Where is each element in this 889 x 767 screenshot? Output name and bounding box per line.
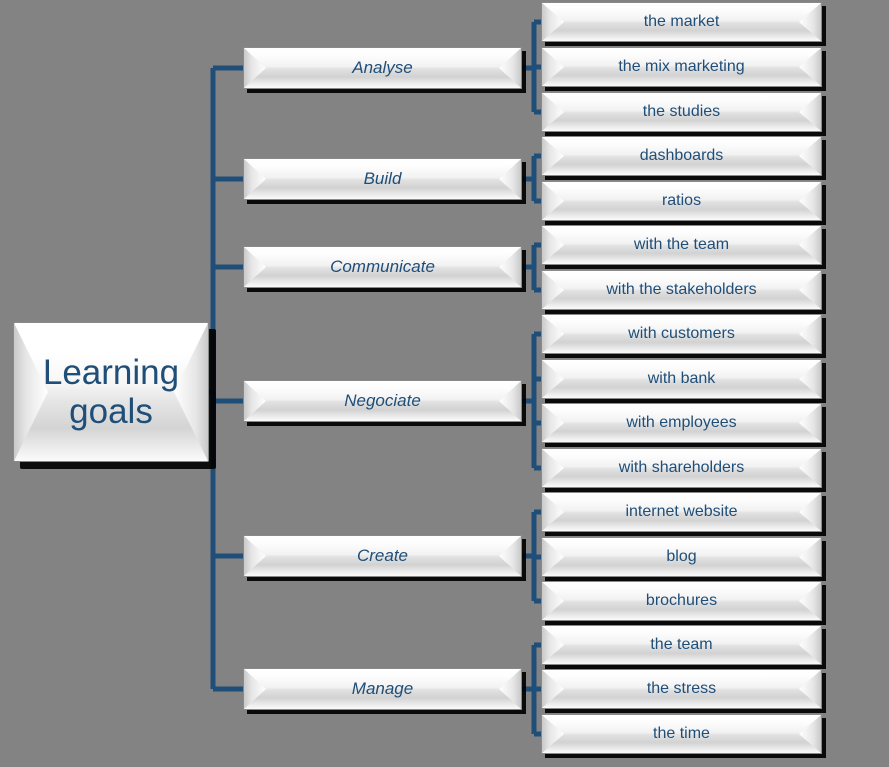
branch-node-create[interactable]: Create: [243, 535, 522, 577]
leaf-node-analyse-1[interactable]: the market: [541, 2, 822, 42]
leaf-node-label: ratios: [661, 192, 702, 209]
branch-node-label: Create: [356, 546, 409, 565]
branch-node-negociate[interactable]: Negociate: [243, 380, 522, 422]
leaf-node-manage-3[interactable]: the time: [541, 714, 822, 754]
root-node-label: Learning goals: [42, 352, 180, 431]
leaf-node-negociate-2[interactable]: with bank: [541, 359, 822, 399]
branch-node-label: Communicate: [330, 257, 435, 276]
leaf-node-build-2[interactable]: ratios: [541, 181, 822, 221]
branch-node-label: Analyse: [352, 58, 413, 77]
branch-node-analyse[interactable]: Analyse: [243, 47, 522, 89]
root-node-learning-goals[interactable]: Learning goals: [13, 322, 209, 462]
branch-node-label: Manage: [351, 679, 414, 698]
leaf-node-label: with the team: [633, 236, 730, 253]
leaf-node-create-1[interactable]: internet website: [541, 492, 822, 532]
leaf-node-create-3[interactable]: brochures: [541, 581, 822, 621]
leaf-node-communicate-2[interactable]: with the stakeholders: [541, 270, 822, 310]
leaf-node-label: with bank: [647, 370, 716, 387]
leaf-node-label: with shareholders: [618, 459, 745, 476]
leaf-node-analyse-2[interactable]: the mix marketing: [541, 47, 822, 87]
leaf-node-negociate-1[interactable]: with customers: [541, 314, 822, 354]
leaf-node-label: with the stakeholders: [606, 281, 757, 298]
leaf-node-communicate-1[interactable]: with the team: [541, 225, 822, 265]
leaf-node-manage-1[interactable]: the team: [541, 625, 822, 665]
branch-node-label: Build: [363, 169, 402, 188]
leaf-node-label: the stress: [646, 680, 717, 697]
branch-node-communicate[interactable]: Communicate: [243, 246, 522, 288]
leaf-node-label: the team: [650, 636, 713, 653]
leaf-node-label: brochures: [645, 592, 718, 609]
branch-node-manage[interactable]: Manage: [243, 668, 522, 710]
leaf-node-label: the time: [653, 725, 710, 742]
leaf-node-manage-2[interactable]: the stress: [541, 669, 822, 709]
leaf-node-create-2[interactable]: blog: [541, 537, 822, 577]
leaf-node-label: dashboards: [639, 147, 724, 164]
leaf-node-negociate-4[interactable]: with shareholders: [541, 448, 822, 488]
leaf-node-label: with employees: [626, 414, 737, 431]
leaf-node-label: the mix marketing: [618, 58, 745, 75]
branch-node-build[interactable]: Build: [243, 158, 522, 200]
leaf-node-label: the market: [643, 13, 720, 30]
leaf-node-label: internet website: [625, 503, 738, 520]
leaf-node-build-1[interactable]: dashboards: [541, 136, 822, 176]
branch-node-label: Negociate: [344, 391, 421, 410]
leaf-node-negociate-3[interactable]: with employees: [541, 403, 822, 443]
leaf-node-label: the studies: [642, 103, 721, 120]
leaf-node-label: blog: [666, 548, 697, 565]
leaf-node-analyse-3[interactable]: the studies: [541, 92, 822, 132]
leaf-node-label: with customers: [628, 325, 735, 342]
